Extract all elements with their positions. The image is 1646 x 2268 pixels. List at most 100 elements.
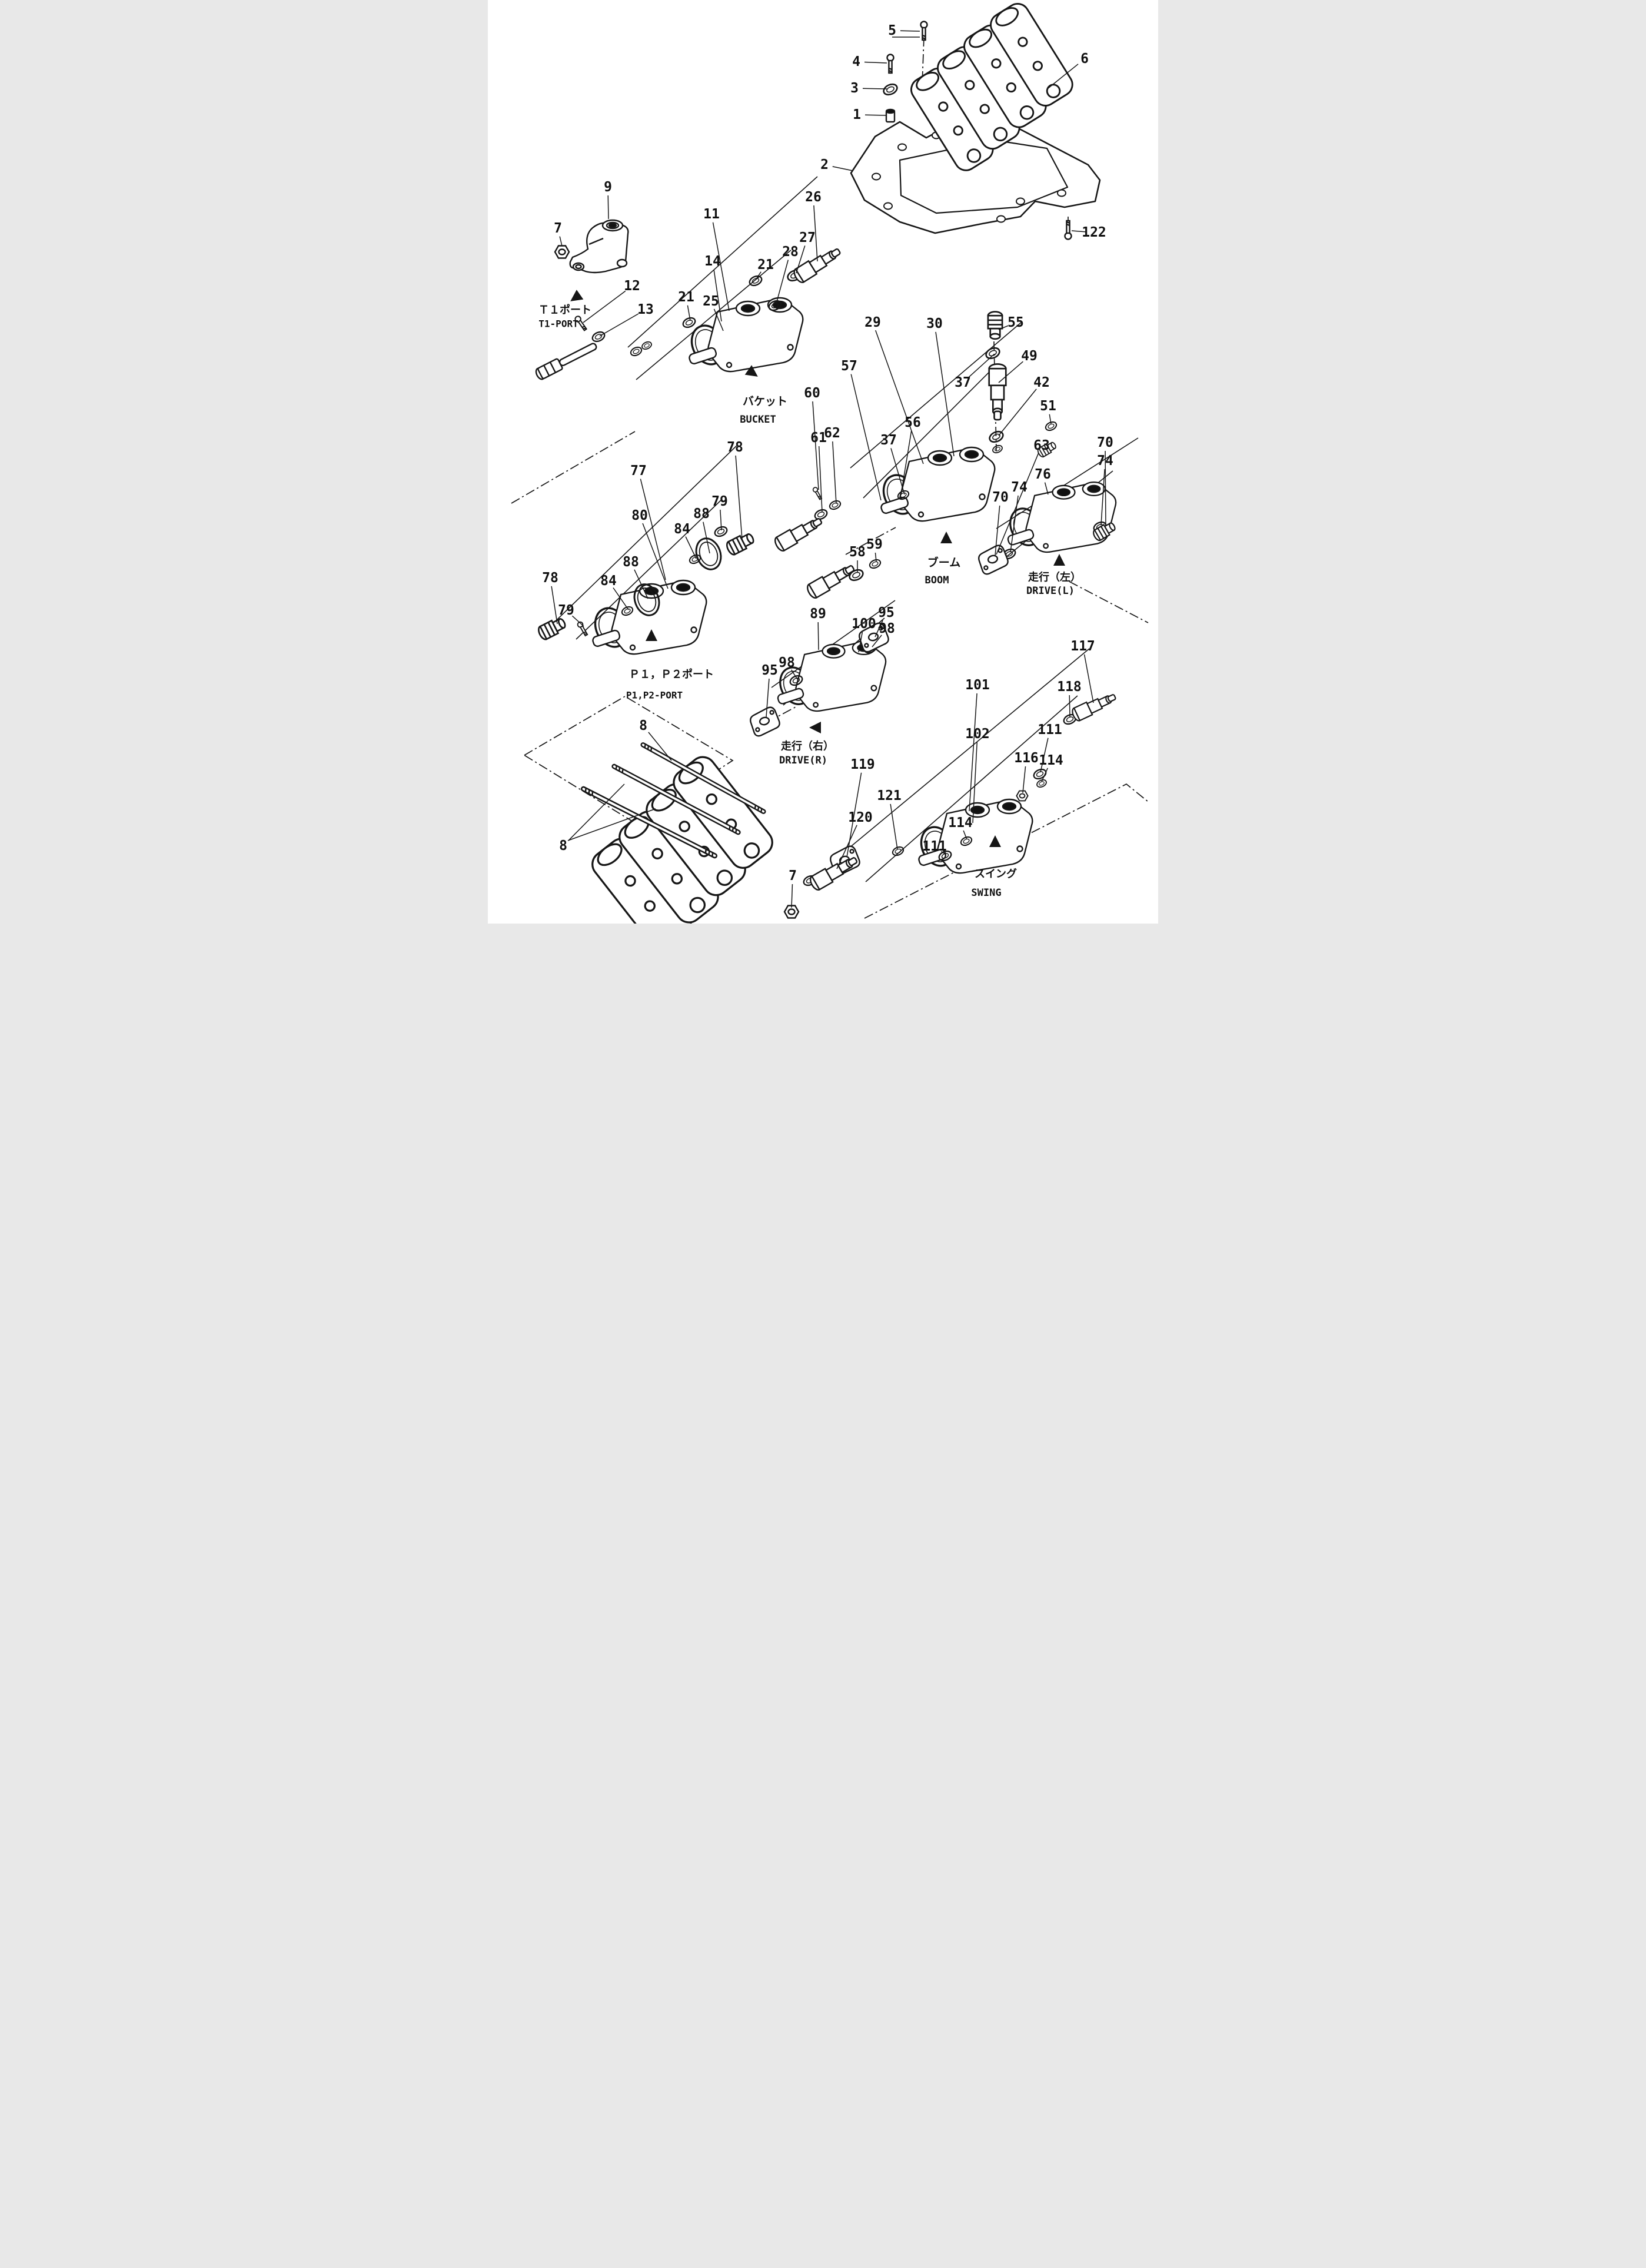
callout-56: 56: [905, 415, 921, 430]
leader-line: [998, 325, 1009, 330]
leader-line: [648, 732, 672, 761]
callout-114: 114: [1039, 753, 1063, 768]
callout-95: 95: [878, 605, 895, 620]
leader-line: [640, 479, 666, 580]
callout-118: 118: [1057, 679, 1082, 695]
leader-line: [850, 374, 882, 501]
leader-line: [1100, 469, 1105, 526]
callout-30: 30: [926, 316, 943, 331]
guide-line: [627, 176, 818, 348]
section-label-en-t1-port: T1-PORT: [538, 318, 578, 330]
section-drive-l: 走行（左）DRIVE(L): [1026, 554, 1081, 597]
leader-line: [998, 388, 1037, 436]
part-valve: [914, 798, 1034, 874]
leader-line: [1071, 230, 1086, 233]
callout-61: 61: [810, 430, 827, 446]
leader-line: [685, 536, 697, 559]
callout-60: 60: [804, 386, 820, 401]
part-oring: [1035, 778, 1048, 789]
callout-57: 57: [841, 358, 857, 374]
callout-4: 4: [852, 54, 860, 69]
callout-77: 77: [630, 463, 647, 479]
section-arrow-drive-l: [1053, 554, 1065, 566]
callout-122: 122: [1082, 225, 1106, 240]
callout-74: 74: [1097, 453, 1113, 469]
guide-line: [863, 366, 996, 499]
callout-26: 26: [805, 190, 822, 205]
part-oring: [590, 329, 607, 344]
section-label-jp-boom: ブーム: [927, 556, 960, 569]
leader-line: [1010, 495, 1019, 553]
guide-line: [553, 444, 738, 623]
bracket-hole: [996, 215, 1006, 223]
callout-49: 49: [1021, 348, 1038, 364]
leader-line: [634, 569, 649, 599]
part-oring: [747, 273, 764, 288]
leader-line: [969, 693, 977, 812]
leader-line: [858, 632, 863, 653]
section-label-en-drive-l: DRIVE(L): [1026, 585, 1075, 597]
callout-5: 5: [888, 23, 896, 38]
leader-line: [817, 622, 819, 650]
callout-leader-lines: [551, 30, 1106, 908]
callout-111: 111: [1038, 722, 1062, 738]
part-oring: [881, 81, 900, 98]
callout-6: 6: [1080, 51, 1089, 67]
callout-70: 70: [992, 490, 1009, 505]
leader-line: [599, 313, 639, 337]
callout-7: 7: [789, 868, 797, 884]
part-cart: [988, 363, 1007, 421]
callout-25: 25: [703, 294, 719, 309]
leader-line: [890, 803, 898, 850]
exploded-parts-diagram: 5431261229711262728211425211213293055494…: [488, 0, 1158, 924]
callout-37: 37: [955, 375, 971, 390]
callout-63: 63: [1033, 438, 1050, 453]
bracket-hole: [897, 143, 907, 151]
leader-line: [613, 587, 629, 610]
callout-121: 121: [877, 788, 902, 803]
leader-line: [766, 678, 770, 718]
callout-100: 100: [852, 616, 876, 632]
part-nut: [1016, 790, 1029, 802]
centerline: [1069, 581, 1149, 623]
part-oring: [983, 345, 1002, 361]
leader-line: [995, 505, 1000, 556]
leader-line: [940, 851, 946, 855]
leader-line: [935, 331, 955, 457]
part-valve: [876, 446, 996, 522]
callout-7: 7: [554, 221, 562, 236]
leader-line: [968, 354, 995, 378]
leader-line: [571, 615, 584, 627]
leader-line: [864, 61, 887, 64]
callout-3: 3: [850, 81, 859, 96]
leader-line: [872, 635, 882, 647]
callout-74: 74: [1011, 480, 1027, 495]
leader-line: [735, 455, 743, 540]
callout-13: 13: [637, 302, 654, 317]
centerline: [511, 431, 636, 504]
callout-58: 58: [849, 544, 866, 560]
callout-11: 11: [703, 207, 720, 222]
section-label-jp-drive-r: 走行（右）: [781, 740, 834, 753]
guide-line: [840, 648, 1090, 855]
leader-line: [812, 401, 819, 490]
part-cover: [569, 219, 629, 274]
leader-line: [796, 245, 806, 274]
leader-line: [963, 830, 967, 840]
part-plug: [724, 530, 757, 557]
leader-line: [1069, 695, 1070, 718]
part-cart: [791, 244, 844, 285]
callout-1: 1: [853, 107, 861, 122]
leader-line: [790, 669, 798, 680]
callout-14: 14: [704, 254, 721, 269]
section-label-en-swing: SWING: [971, 887, 1001, 899]
bracket-hole: [1057, 189, 1066, 197]
callout-55: 55: [1007, 315, 1024, 330]
leader-line: [551, 586, 558, 625]
callout-62: 62: [824, 426, 840, 441]
part-plug: [987, 311, 1003, 340]
part-spool: [533, 339, 600, 381]
